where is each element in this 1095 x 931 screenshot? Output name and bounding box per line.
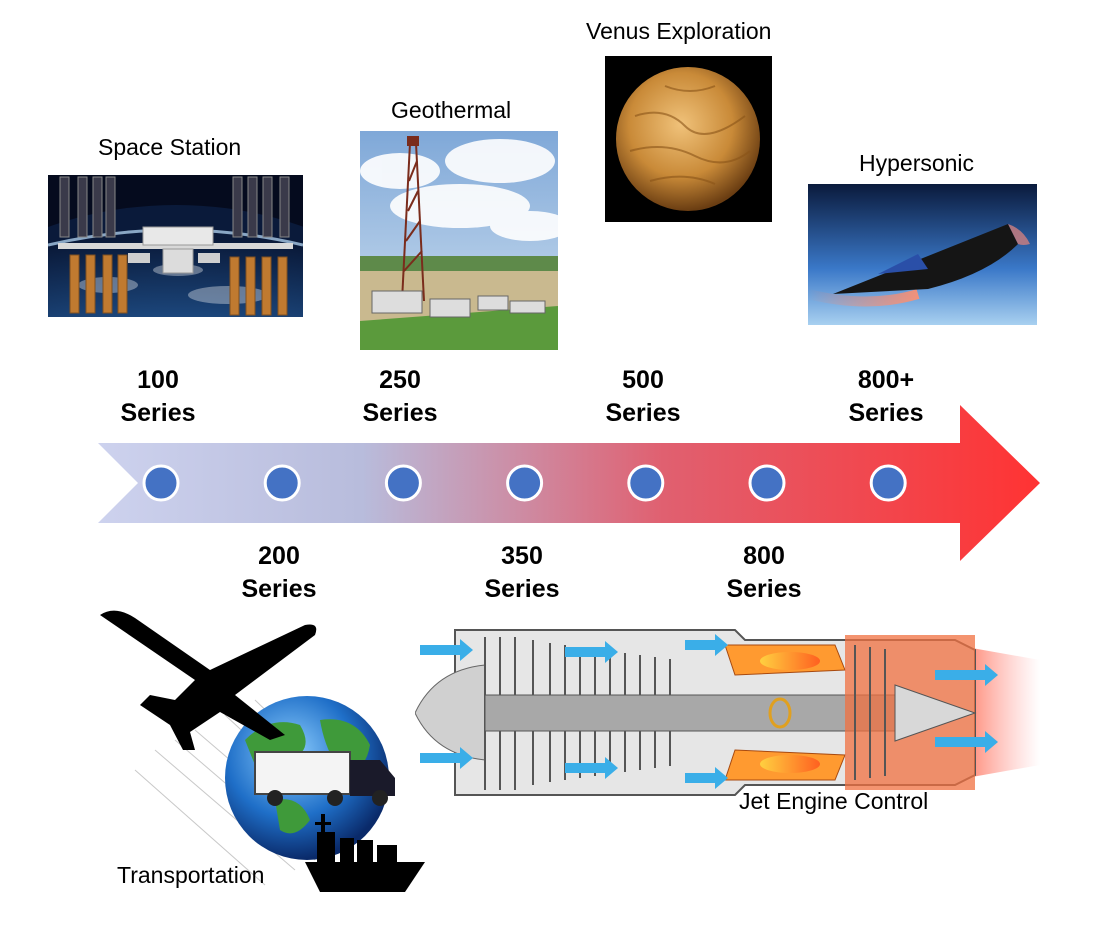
series-number: 800+ bbox=[857, 366, 915, 394]
series-word: Series bbox=[362, 399, 438, 427]
timeline-marker-3 bbox=[384, 464, 422, 502]
caption-hypersonic: Hypersonic bbox=[859, 150, 975, 176]
series-number: 250 bbox=[379, 366, 421, 394]
jet-engine-cutaway-illustration bbox=[415, 625, 1040, 800]
series-word: Series bbox=[848, 399, 924, 427]
caption-space-station: Space Station bbox=[98, 134, 242, 160]
series-label-100: 100 Series bbox=[93, 364, 223, 430]
series-number: 200 bbox=[258, 542, 300, 570]
timeline-arrow bbox=[98, 405, 1040, 561]
series-number: 100 bbox=[137, 366, 179, 394]
timeline-arrow-body bbox=[98, 405, 1040, 561]
series-label-800: 800 Series bbox=[699, 540, 829, 606]
series-label-500: 500 Series bbox=[578, 364, 708, 430]
space-station-photo bbox=[48, 175, 303, 317]
caption-geothermal: Geothermal bbox=[391, 97, 512, 123]
series-word: Series bbox=[605, 399, 681, 427]
plane-globe-truck-ship-illustration bbox=[95, 600, 425, 900]
series-number: 800 bbox=[743, 542, 785, 570]
timeline-marker-4 bbox=[506, 464, 544, 502]
timeline-marker-7 bbox=[869, 464, 907, 502]
timeline-marker-5 bbox=[627, 464, 665, 502]
timeline-marker-1 bbox=[142, 464, 180, 502]
series-number: 350 bbox=[501, 542, 543, 570]
drilling-rig-photo bbox=[360, 131, 558, 350]
series-label-250: 250 Series bbox=[335, 364, 465, 430]
series-number: 500 bbox=[622, 366, 664, 394]
series-label-800plus: 800+ Series bbox=[821, 364, 951, 430]
caption-venus: Venus Exploration bbox=[586, 18, 772, 44]
series-label-200: 200 Series bbox=[214, 540, 344, 606]
series-word: Series bbox=[120, 399, 196, 427]
venus-planet-photo bbox=[605, 56, 772, 222]
series-word: Series bbox=[484, 575, 560, 603]
timeline-marker-6 bbox=[748, 464, 786, 502]
series-label-350: 350 Series bbox=[457, 540, 587, 606]
caption-transportation: Transportation bbox=[117, 862, 265, 888]
hypersonic-vehicle-photo bbox=[808, 184, 1037, 325]
series-word: Series bbox=[241, 575, 317, 603]
timeline-marker-2 bbox=[263, 464, 301, 502]
caption-jet-engine: Jet Engine Control bbox=[739, 788, 929, 814]
series-word: Series bbox=[726, 575, 802, 603]
